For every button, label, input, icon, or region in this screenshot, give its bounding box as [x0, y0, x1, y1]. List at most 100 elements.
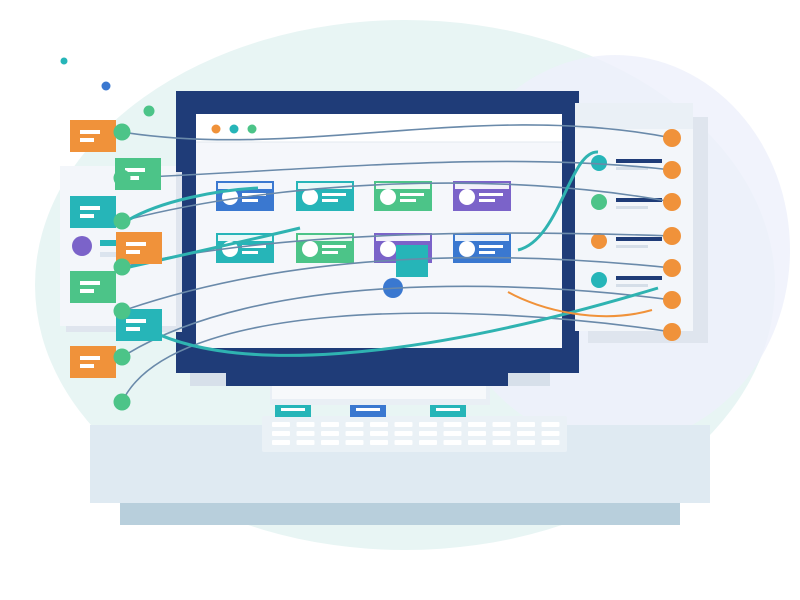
card-line — [322, 245, 346, 248]
card-avatar-icon — [459, 241, 475, 257]
keyboard-key — [492, 422, 511, 427]
connection-wire — [121, 285, 673, 358]
card-header — [376, 235, 430, 241]
left-tag — [70, 120, 116, 152]
keyboard-key — [345, 422, 364, 427]
right-node-icon — [663, 227, 681, 245]
keyboard — [262, 416, 567, 452]
keyboard-key — [321, 431, 339, 436]
card-line — [242, 199, 258, 202]
connection-wire-teal — [517, 150, 599, 252]
card-header — [298, 183, 352, 189]
tag-line — [126, 242, 146, 246]
keyboard-key — [517, 422, 535, 427]
left-node-icon — [113, 258, 131, 276]
tray-tab-line — [356, 408, 380, 411]
right-node-icon — [663, 129, 681, 147]
card-line — [242, 251, 258, 254]
card-line — [400, 193, 424, 196]
right-row-line — [616, 206, 648, 209]
tag-line — [80, 206, 100, 210]
connection-wire-orange — [507, 291, 653, 318]
right-panel-row — [591, 272, 662, 288]
keyboard-key — [517, 440, 535, 445]
left-node-icon — [113, 302, 131, 320]
keyboard-key — [370, 431, 388, 436]
right-panel-row — [591, 194, 662, 210]
tag-line — [80, 281, 100, 285]
screen-card — [216, 233, 274, 263]
keyboard-key — [419, 422, 437, 427]
screen-card — [296, 181, 354, 211]
keyboard-key — [419, 431, 437, 436]
right-node-icon — [663, 259, 681, 277]
floating-dot-icon — [60, 57, 68, 65]
keyboard-keys — [272, 422, 560, 445]
tray-tab-line — [281, 408, 305, 411]
screen-card — [374, 181, 432, 211]
tag-line — [80, 138, 94, 142]
connection-wire-teal — [124, 226, 301, 270]
left-node-icon — [113, 169, 131, 187]
card-avatar-icon — [459, 189, 475, 205]
left-node-icon — [113, 212, 131, 230]
keyboard-key — [321, 440, 339, 445]
left-tag — [70, 346, 116, 378]
tray-tab-line — [436, 408, 460, 411]
right-row-dot-icon — [591, 272, 607, 288]
left-nodes — [113, 123, 131, 411]
keyboard-key — [394, 422, 413, 427]
connection-wire — [121, 124, 673, 141]
screen-teal-block — [396, 245, 428, 277]
right-node-icon — [663, 193, 681, 211]
keyboard-key — [321, 422, 339, 427]
connection-wire — [121, 256, 673, 312]
tag-line — [126, 327, 140, 331]
keyboard-key — [419, 440, 437, 445]
left-tag — [70, 271, 116, 303]
card-avatar-icon — [222, 189, 238, 205]
screen-titlebar — [196, 114, 562, 142]
tray-surface — [272, 385, 486, 399]
right-row-line — [616, 198, 662, 202]
connection-wire — [121, 182, 673, 222]
keyboard-key — [370, 422, 388, 427]
right-node-icon — [663, 323, 681, 341]
monitor-tray — [270, 385, 490, 417]
card-header — [218, 235, 272, 241]
screen-card — [453, 181, 511, 211]
screen-card — [216, 181, 274, 211]
window-dot-orange-icon — [211, 124, 221, 134]
floating-dot-icon — [143, 105, 155, 117]
connection-wire-teal — [131, 286, 659, 357]
card-line — [322, 199, 338, 202]
keyboard-key — [541, 422, 560, 427]
right-row-line — [616, 284, 648, 287]
right-node-icon — [663, 161, 681, 179]
card-line — [322, 193, 346, 196]
card-header — [455, 183, 509, 189]
tag-line — [126, 319, 146, 323]
keyboard-key — [468, 422, 486, 427]
keyboard-key — [345, 431, 364, 436]
card-avatar-icon — [380, 189, 396, 205]
connection-wire — [121, 312, 673, 403]
keyboard-key — [296, 440, 315, 445]
connection-wire-teal — [124, 186, 259, 224]
left-node-icon — [113, 123, 131, 141]
left-tag — [70, 196, 116, 228]
right-node-icon — [663, 291, 681, 309]
right-panel-row — [591, 233, 662, 249]
window-dot-teal-icon — [229, 124, 239, 134]
right-row-line — [616, 245, 648, 248]
keyboard-key — [272, 440, 290, 445]
right-row-line — [616, 276, 662, 280]
card-avatar-icon — [302, 189, 318, 205]
monitor-screen — [196, 114, 562, 348]
tag-line — [125, 168, 145, 172]
right-panel-header — [575, 103, 693, 129]
tag-line — [80, 289, 94, 293]
floating-dots — [60, 57, 155, 117]
card-line — [400, 199, 416, 202]
